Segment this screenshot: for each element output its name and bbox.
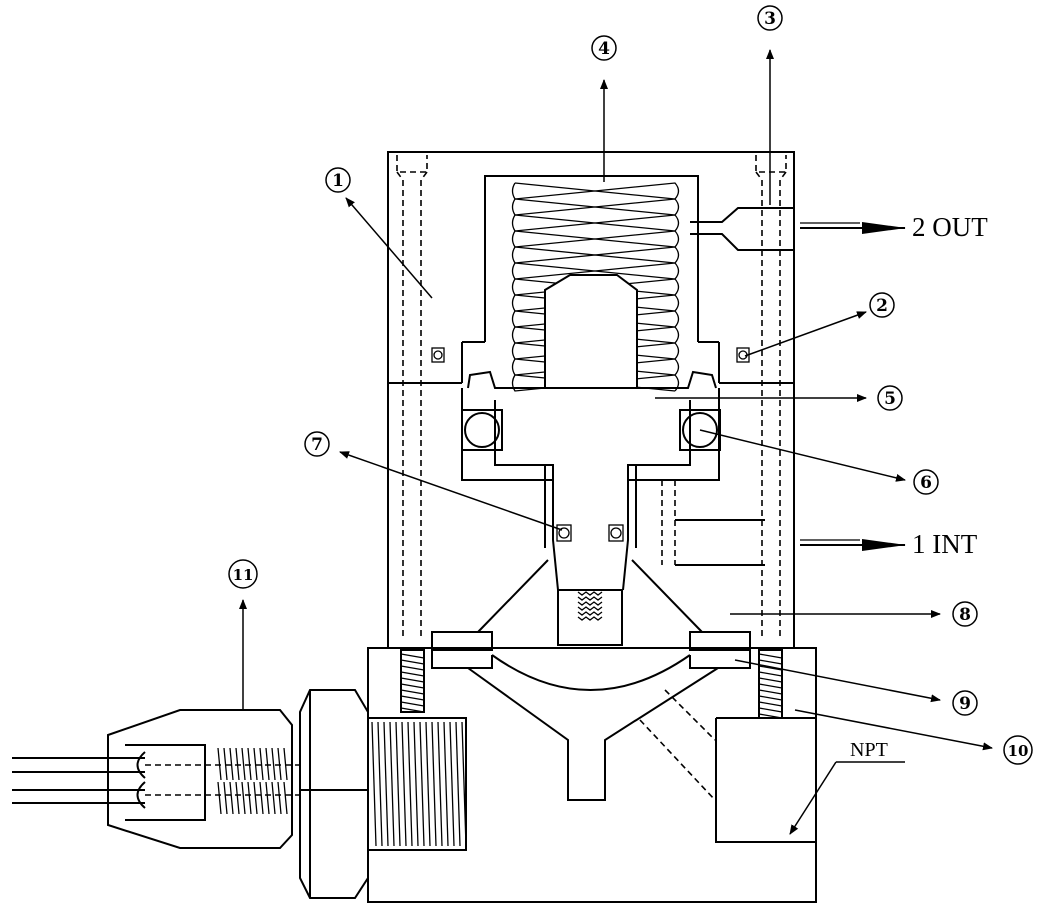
callout-10: 10 [1003,735,1033,765]
leader-10 [794,709,993,751]
bolt-hole-right [755,155,787,640]
out-arrow [800,222,906,234]
piston-o-ring-right [679,409,721,451]
callout-4: 4 [591,35,617,61]
leader-npt [789,761,905,835]
callout-10-text: 10 [1008,742,1029,760]
spring-chamber [461,175,720,383]
leader-9 [734,659,941,703]
callout-1: 1 [325,167,351,193]
leader-7 [339,451,563,531]
diaphragm [431,631,751,691]
callout-1-text: 1 [332,171,344,191]
callout-8-text: 8 [959,605,971,625]
hex-nut [299,689,369,899]
callout-11: 11 [228,559,258,589]
leader-6 [699,429,906,482]
callout-8: 8 [952,601,978,627]
callout-9: 9 [952,690,978,716]
callout-11-text: 11 [233,566,254,584]
piston [461,370,720,591]
callout-9-text: 9 [959,694,971,714]
leader-2 [744,311,867,357]
npt-label: NPT [850,739,888,761]
callout-6: 6 [913,469,939,495]
piston-o-ring-left [461,409,503,451]
leader-1 [345,197,433,299]
callout-3-text: 3 [764,9,776,29]
spring-guide [544,274,638,388]
callout-5-text: 5 [884,389,896,409]
out-port-label: 2 OUT [912,212,988,242]
in-arrow [800,539,906,551]
outlet-port [690,207,794,251]
callout-5: 5 [877,385,903,411]
bolts [400,649,783,719]
stem-screw [577,591,603,621]
tube-fitting [12,709,300,849]
callout-2-text: 2 [876,296,888,316]
in-port-label: 1 INT [912,529,978,559]
stem-o-rings [556,524,624,542]
upper-body [387,151,795,649]
callout-7: 7 [304,431,330,457]
callout-4-text: 4 [598,39,610,59]
callout-3: 3 [757,5,783,31]
fitting-threads [217,747,288,815]
neck-threads [371,721,467,847]
callout-7-text: 7 [311,435,323,455]
bolt-hole-left [396,155,428,640]
stem [477,559,703,646]
callout-2: 2 [869,292,895,318]
inlet-passage [661,480,765,566]
callout-6-text: 6 [920,473,932,493]
npt-port [715,717,816,843]
